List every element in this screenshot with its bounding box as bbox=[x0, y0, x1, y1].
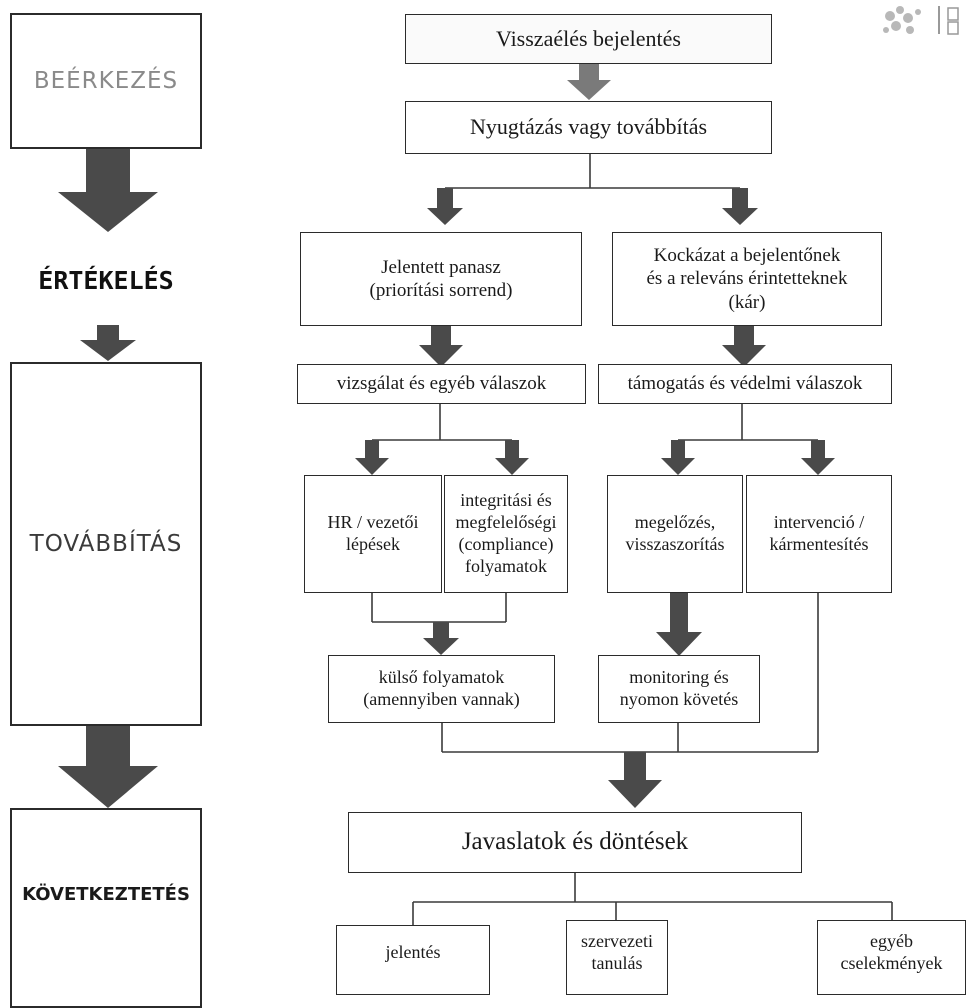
external-box: külső folyamatok (amennyiben vannak) bbox=[328, 655, 555, 723]
connectors-layer bbox=[58, 62, 893, 925]
flow-arrow bbox=[661, 440, 695, 475]
outcome-other-box: egyéb cselekmények bbox=[817, 920, 966, 995]
stage-evaluation: ÉRTÉKELÉS bbox=[10, 255, 202, 307]
stage-conclusion-label: KÖVETKEZTETÉS bbox=[22, 884, 190, 905]
risk-box: Kockázat a bejelentőnek és a releváns ér… bbox=[612, 232, 882, 326]
acknowledge-label: Nyugtázás vagy továbbítás bbox=[469, 114, 708, 140]
stage-arrow bbox=[58, 725, 158, 808]
stage-forwarding: TOVÁBBÍTÁS bbox=[10, 362, 202, 726]
stage-arrow bbox=[80, 325, 136, 361]
intervention-label: intervenció / kármentesítés bbox=[769, 512, 869, 554]
investigation-label: vizsgálat és egyéb válaszok bbox=[336, 373, 547, 395]
outcome-learning-box: szervezeti tanulás bbox=[566, 920, 668, 995]
stage-incoming-label: BEÉRKEZÉS bbox=[33, 67, 179, 94]
reported-complaint-box: Jelentett panasz (priorítási sorrend) bbox=[300, 232, 582, 326]
monitoring-box: monitoring és nyomon követés bbox=[598, 655, 760, 723]
flow-arrow bbox=[608, 752, 662, 808]
recommendations-label: Javaslatok és döntések bbox=[461, 828, 689, 856]
stage-arrow bbox=[58, 148, 158, 232]
investigation-box: vizsgálat és egyéb válaszok bbox=[297, 364, 586, 404]
flow-arrow bbox=[355, 440, 389, 475]
outcome-other-label: egyéb cselekmények bbox=[840, 931, 943, 973]
stage-conclusion: KÖVETKEZTETÉS bbox=[10, 808, 202, 1008]
stage-incoming: BEÉRKEZÉS bbox=[10, 13, 202, 149]
support-box: támogatás és védelmi válaszok bbox=[598, 364, 892, 404]
flow-arrow bbox=[722, 325, 766, 367]
flow-arrow bbox=[427, 188, 463, 225]
outcome-learning-label: szervezeti tanulás bbox=[581, 931, 653, 973]
outcome-report-label: jelentés bbox=[385, 942, 441, 962]
reported-complaint-label: Jelentett panasz (priorítási sorrend) bbox=[369, 256, 513, 301]
intervention-box: intervenció / kármentesítés bbox=[746, 475, 892, 593]
hr-label: HR / vezetői lépések bbox=[327, 512, 419, 554]
integrity-box: integritási és megfelelőségi (compliance… bbox=[444, 475, 568, 593]
flow-arrow-light bbox=[567, 62, 611, 100]
support-label: támogatás és védelmi válaszok bbox=[627, 373, 863, 395]
hr-box: HR / vezetői lépések bbox=[304, 475, 442, 593]
logo bbox=[878, 2, 973, 40]
report-box: Visszaélés bejelentés bbox=[405, 14, 772, 64]
stage-forwarding-label: TOVÁBBÍTÁS bbox=[29, 530, 183, 557]
outcome-report-box: jelentés bbox=[336, 925, 490, 995]
flow-arrow bbox=[801, 440, 835, 475]
integrity-label: integritási és megfelelőségi (compliance… bbox=[455, 490, 557, 576]
stage-evaluation-label: ÉRTÉKELÉS bbox=[38, 265, 174, 295]
flow-arrow bbox=[495, 440, 529, 475]
acknowledge-box: Nyugtázás vagy továbbítás bbox=[405, 101, 772, 154]
risk-label: Kockázat a bejelentőnek és a releváns ér… bbox=[646, 245, 848, 313]
flow-arrow bbox=[722, 188, 758, 225]
flow-arrow bbox=[656, 592, 702, 656]
report-label: Visszaélés bejelentés bbox=[496, 25, 681, 51]
flow-arrow bbox=[419, 325, 463, 367]
prevention-box: megelőzés, visszaszorítás bbox=[607, 475, 743, 593]
flowchart-canvas: BEÉRKEZÉS ÉRTÉKELÉS TOVÁBBÍTÁS KÖVETKEZT… bbox=[10, 2, 973, 1008]
external-label: külső folyamatok (amennyiben vannak) bbox=[363, 667, 520, 709]
flow-arrow bbox=[423, 622, 459, 655]
prevention-label: megelőzés, visszaszorítás bbox=[625, 512, 725, 554]
monitoring-label: monitoring és nyomon követés bbox=[619, 667, 739, 709]
recommendations-box: Javaslatok és döntések bbox=[348, 812, 802, 873]
